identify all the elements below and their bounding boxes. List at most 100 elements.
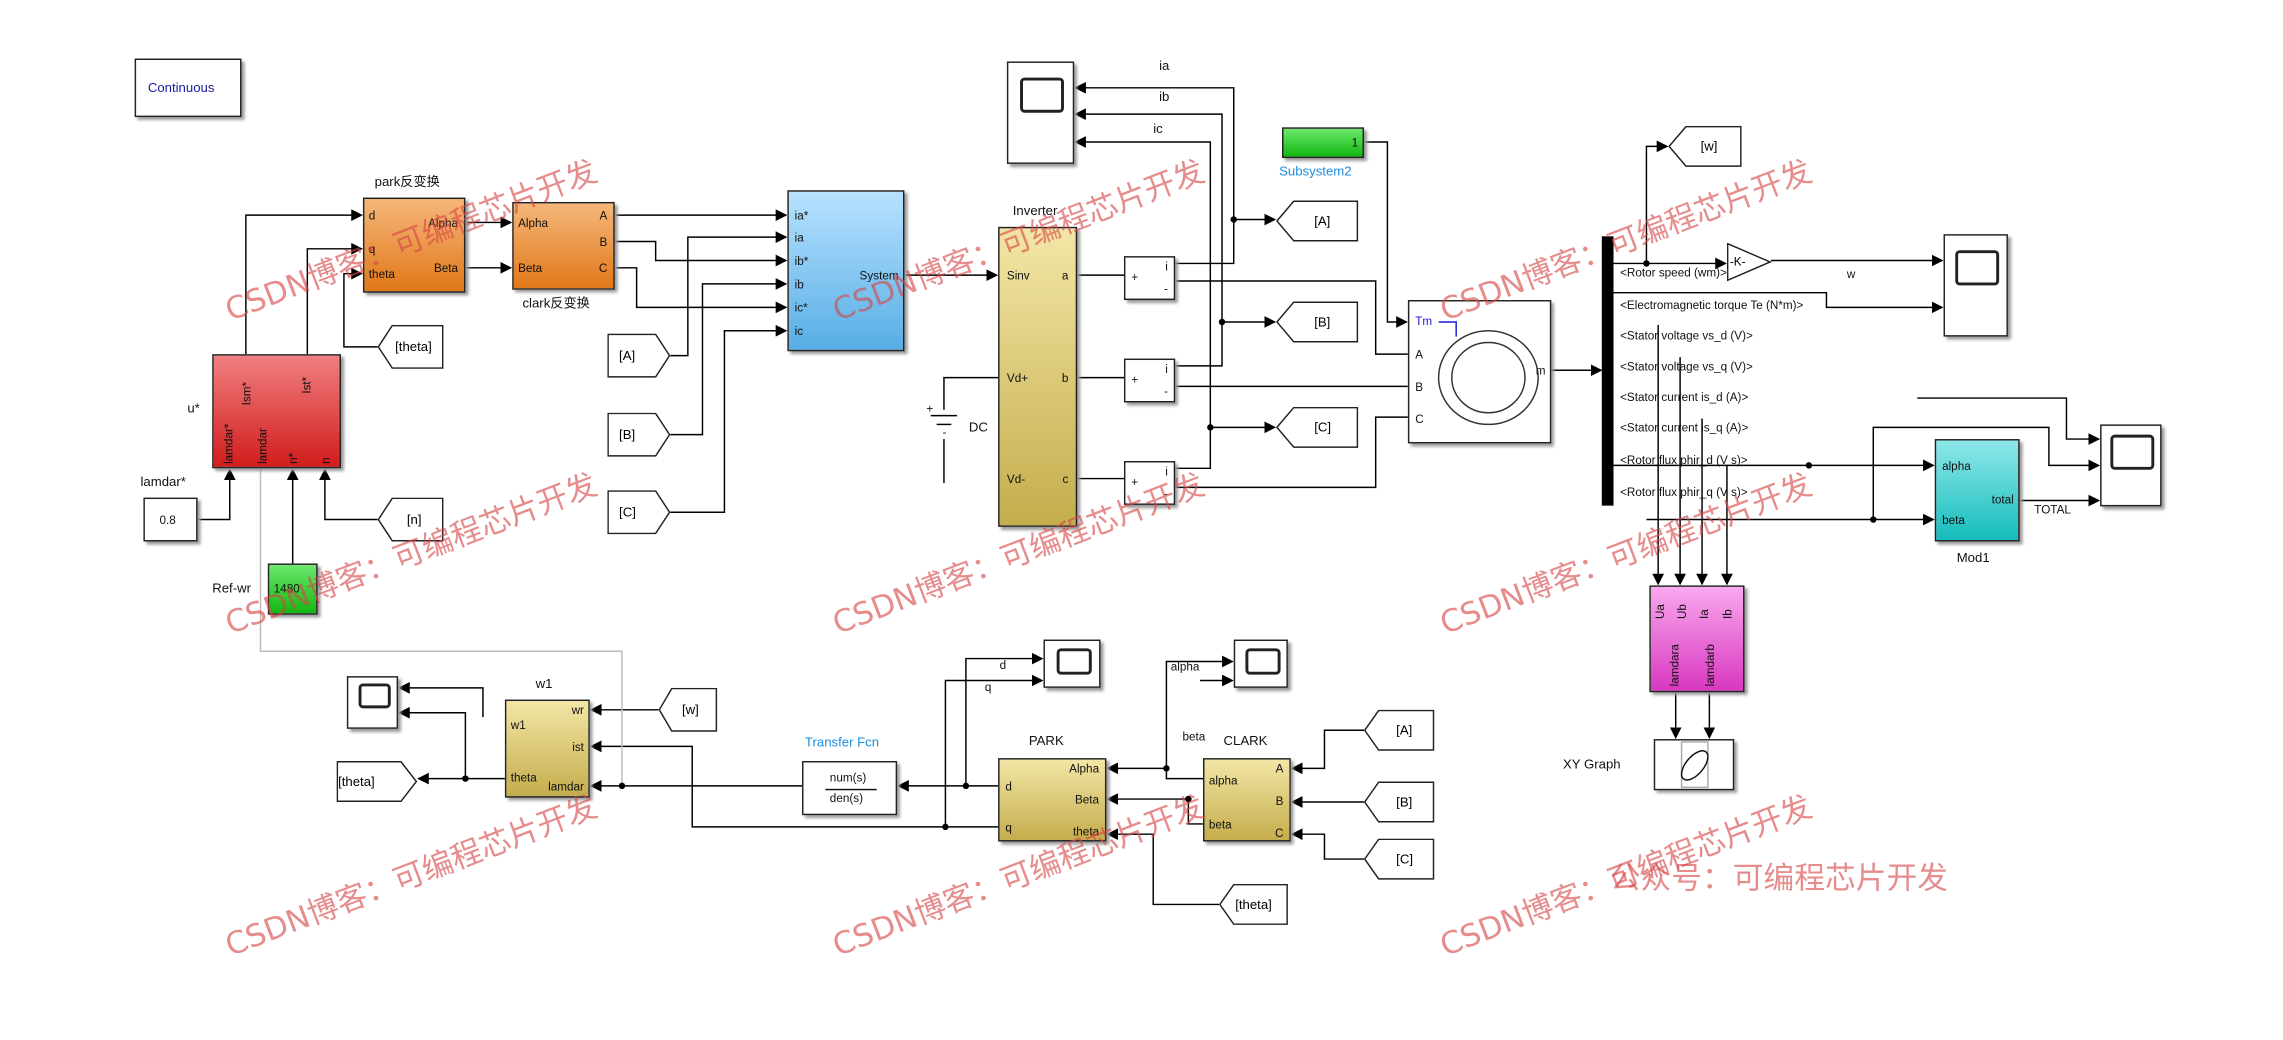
from-c-tag[interactable]: [C] (607, 490, 671, 535)
park-inverse-block[interactable]: d q theta Alpha Beta (362, 197, 466, 293)
port-alpha: Alpha (1069, 762, 1100, 776)
controller-label: u* (187, 400, 200, 416)
from-b-tag[interactable]: [B] (607, 412, 671, 457)
clark-inverse-block[interactable]: Alpha Beta A B C (512, 201, 615, 290)
port-theta: theta (1073, 825, 1100, 839)
xy-ellipse-icon (1680, 741, 1709, 789)
from-b-tag-2[interactable]: [B] (1363, 781, 1435, 823)
port-i: i (1165, 260, 1168, 274)
current-measurement-b[interactable]: + i - (1123, 358, 1176, 403)
xy-graph-label: XY Graph (1563, 756, 1621, 772)
port-plus: + (1131, 270, 1139, 284)
hysteresis-current-subsystem[interactable]: ia* ia ib* ib ic* ic System (787, 190, 905, 352)
port-ib-ref: ib* (794, 254, 809, 268)
vector-controller-block[interactable]: Ism* Ist* lamdar* lamdar n* n (212, 354, 341, 469)
clark-block[interactable]: alpha beta A B C (1202, 758, 1291, 842)
current-measurement-c[interactable]: + i - (1123, 461, 1176, 505)
subsystem2-block[interactable]: 1 (1282, 127, 1364, 159)
current-measurement-a[interactable]: + i - (1123, 256, 1176, 301)
alpha-beta-scope[interactable] (1233, 639, 1288, 688)
transfer-fcn-title: Transfer Fcn (804, 734, 880, 750)
port-alpha: alpha (1208, 774, 1238, 788)
port-system-out: System (859, 269, 899, 283)
port-1: 1 (1351, 136, 1359, 150)
port-b: b (1061, 371, 1069, 385)
port-ic-ref: ic* (794, 301, 808, 315)
port-ub: Ub (1675, 604, 1689, 620)
gain-block[interactable]: -K- (1726, 242, 1772, 282)
clark-title: CLARK (1223, 733, 1268, 748)
mod1-block[interactable]: alpha beta total (1934, 439, 2020, 542)
from-w-tag[interactable]: [w] (658, 687, 718, 732)
tag-label: [w] (681, 702, 699, 718)
port-ia-ref: ia* (794, 209, 809, 223)
lamdar-ref-constant[interactable]: 0.8 (143, 497, 198, 542)
tag-label: [theta] (395, 339, 432, 355)
constant-value: 0.8 (159, 513, 176, 527)
inverter-block[interactable]: Sinv Vd+ Vd- a b c (998, 226, 1078, 527)
port-beta: Beta (433, 261, 459, 276)
wire-ism (245, 209, 363, 355)
park-inverse-title: park反变换 (374, 174, 440, 189)
goto-b-tag[interactable]: [B] (1276, 301, 1359, 343)
port-c: C (598, 261, 608, 276)
from-theta-tag-2[interactable]: [theta] (1219, 883, 1288, 925)
port-lamdarb: lamdarb (1703, 644, 1717, 687)
from-theta-tag[interactable]: [theta] (377, 324, 444, 369)
signal-label-ia: ia (1159, 58, 1170, 74)
port-w1: w1 (510, 718, 526, 732)
flux-scope[interactable] (2100, 424, 2162, 507)
mod1-label: Mod1 (1956, 550, 1990, 565)
tag-label: [C] (1314, 420, 1332, 435)
port-plus: + (1131, 373, 1139, 387)
bus-signal-phir-q: <Rotor flux phir_q (V s)> (1620, 485, 1748, 500)
port-sinv: Sinv (1006, 269, 1030, 283)
speed-torque-scope[interactable] (1943, 234, 2008, 337)
constant-value: 1480 (273, 582, 300, 596)
from-a-tag[interactable]: [A] (607, 333, 671, 378)
bus-signal-vs-d: <Stator voltage vs_d (V)> (1620, 329, 1753, 343)
port-i: i (1165, 465, 1168, 479)
port-ist: Ist* (300, 376, 314, 394)
transfer-fcn-block[interactable]: num(s) den(s) (801, 761, 898, 816)
tag-label: [A] (1314, 213, 1331, 229)
lamdar-ref-label: lamdar* (140, 474, 186, 489)
tag-label: [B] (1396, 794, 1413, 810)
w1-scope[interactable] (346, 676, 399, 729)
port-wr: wr (571, 703, 584, 718)
park-block[interactable]: d q Alpha Beta theta (998, 758, 1107, 842)
wire-theta (343, 267, 378, 348)
phase-current-scope[interactable] (1006, 61, 1075, 164)
goto-w-tag[interactable]: [w] (1668, 125, 1742, 167)
flux-observer-block[interactable]: Ua Ub Ia Ib lamdara lamdarb (1649, 585, 1745, 693)
goto-a-tag[interactable]: [A] (1276, 200, 1359, 242)
scope-screen-icon (1955, 250, 2000, 286)
goto-theta-tag[interactable]: [theta] (336, 761, 418, 802)
w1-block[interactable]: w1 theta wr ist lamdar (504, 699, 590, 798)
induction-motor-block[interactable]: Tm A B C m (1407, 300, 1552, 444)
port-lamdar-ref: lamdar* (222, 423, 236, 464)
port-q: q (368, 242, 376, 257)
speed-ref-constant[interactable]: 1480 (267, 563, 318, 615)
port-ib: ib (794, 278, 804, 292)
port-minus: - (1163, 487, 1168, 501)
from-c-tag-2[interactable]: [C] (1363, 838, 1435, 880)
tag-label: [A] (1396, 722, 1413, 738)
port-d: d (368, 209, 376, 223)
from-a-tag-2[interactable]: [A] (1363, 709, 1435, 751)
port-b: B (599, 235, 608, 249)
port-c: C (1415, 412, 1424, 426)
subsystem2-label: Subsystem2 (1279, 163, 1352, 179)
signal-label-ib: ib (1159, 89, 1170, 104)
port-ic: ic (794, 324, 804, 339)
tag-label: [B] (1314, 314, 1331, 330)
dq-scope[interactable] (1043, 639, 1101, 688)
port-b: B (1415, 380, 1424, 394)
powergui-continuous-block[interactable]: Continuous (134, 58, 242, 118)
xy-graph-block[interactable] (1653, 739, 1735, 791)
from-n-tag[interactable]: [n] (377, 497, 444, 542)
port-q: q (1005, 821, 1012, 835)
goto-c-tag[interactable]: [C] (1276, 406, 1359, 448)
